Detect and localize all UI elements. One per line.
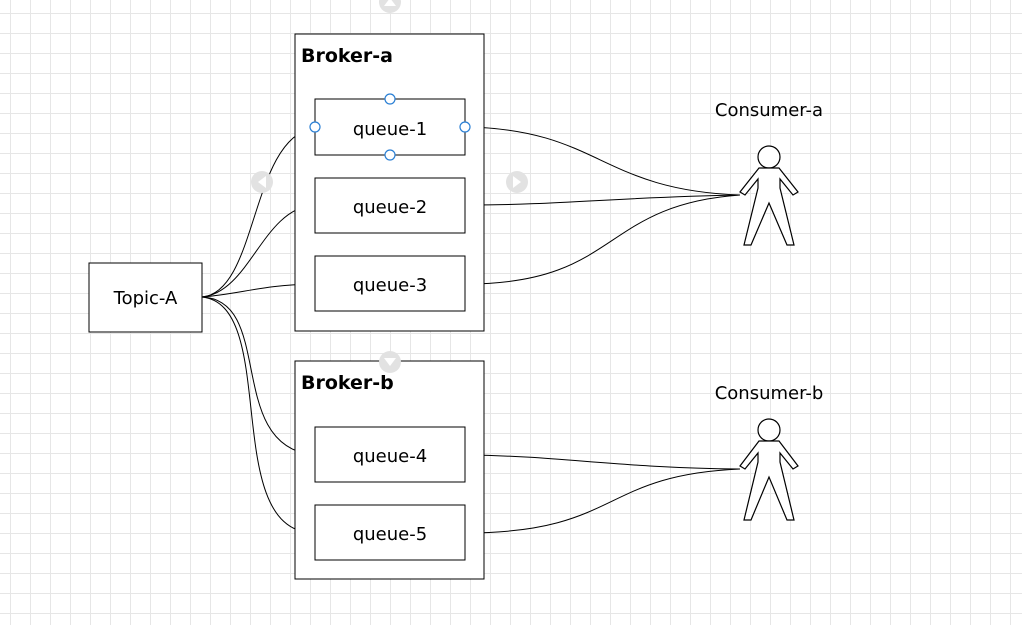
topic-label: Topic-A: [113, 288, 178, 309]
edge-consumer-a-queue-1[interactable]: [467, 123, 741, 196]
queue-5-label: queue-5: [353, 524, 427, 545]
edge-consumer-b-queue-4[interactable]: [467, 451, 741, 470]
edge-topic-queue-1[interactable]: [201, 125, 314, 298]
quick-connect-down-icon[interactable]: [379, 351, 401, 373]
queue-2-node[interactable]: queue-2: [314, 177, 466, 234]
selection-handles: [309, 93, 471, 161]
consumer-b-actor-icon[interactable]: [739, 418, 799, 521]
edge-consumer-a-queue-3[interactable]: [467, 194, 741, 288]
connection-handle-bottom[interactable]: [384, 149, 396, 161]
quick-connect-left-icon[interactable]: [251, 171, 273, 193]
connection-handle-left[interactable]: [309, 121, 321, 133]
topic-edges: [201, 125, 314, 537]
topic-node[interactable]: Topic-A: [88, 262, 203, 333]
queue-4-label: queue-4: [353, 446, 427, 467]
queue-3-node[interactable]: queue-3: [314, 255, 466, 312]
broker-b-label: Broker-b: [301, 372, 394, 394]
consumer-edges: [467, 123, 741, 537]
queue-2-label: queue-2: [353, 197, 427, 218]
connection-handle-top[interactable]: [384, 93, 396, 105]
edge-topic-queue-4[interactable]: [201, 296, 314, 459]
quick-connect-up-icon[interactable]: [379, 0, 401, 13]
edge-consumer-a-queue-2[interactable]: [467, 194, 741, 209]
consumer-a-label: Consumer-a: [715, 100, 823, 121]
queue-1-label: queue-1: [353, 119, 427, 140]
edge-topic-queue-5[interactable]: [201, 296, 314, 537]
queue-5-node[interactable]: queue-5: [314, 504, 466, 561]
consumer-a-actor-icon[interactable]: [739, 145, 799, 246]
connection-handle-right[interactable]: [459, 121, 471, 133]
edge-consumer-b-queue-5[interactable]: [467, 468, 741, 537]
quick-connect-right-icon[interactable]: [506, 171, 528, 193]
consumer-b-label: Consumer-b: [715, 383, 824, 404]
queue-3-label: queue-3: [353, 275, 427, 296]
queue-4-node[interactable]: queue-4: [314, 426, 466, 483]
broker-a-label: Broker-a: [301, 45, 393, 67]
queue-1-node[interactable]: queue-1: [314, 98, 466, 156]
